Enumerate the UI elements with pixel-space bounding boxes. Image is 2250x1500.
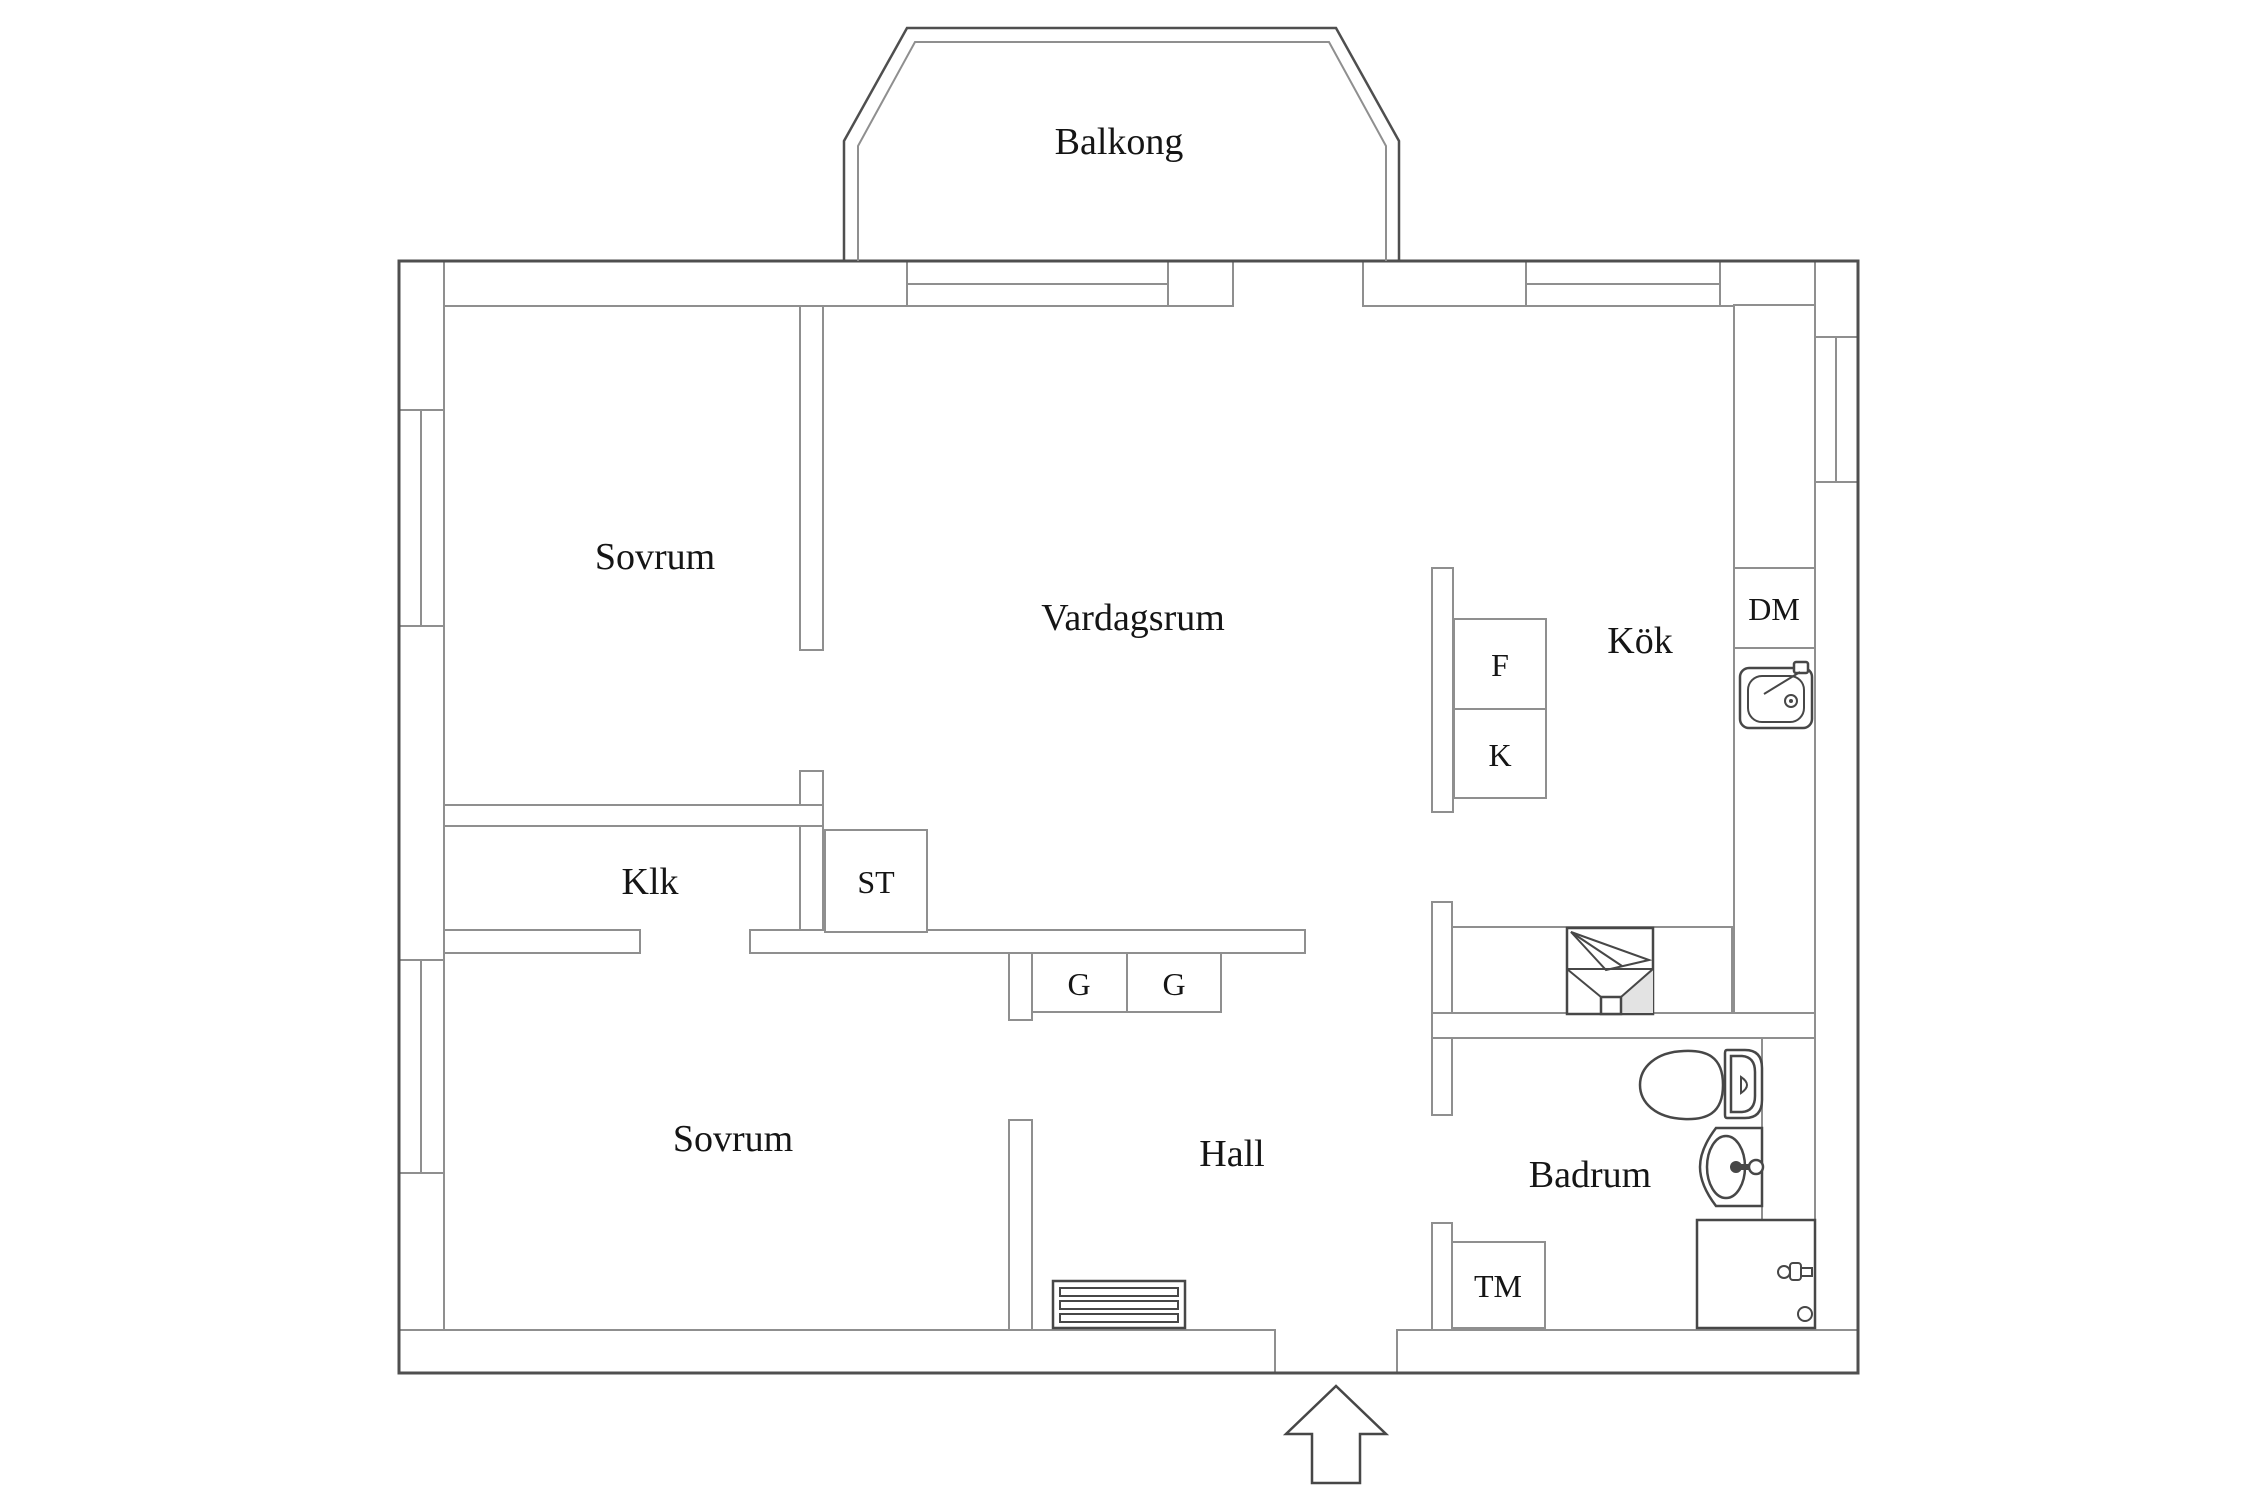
room-label-st: ST [857, 864, 895, 900]
shower-icon [1695, 1218, 1817, 1330]
room-label-sovrum1: Sovrum [595, 536, 715, 578]
window-right [1814, 336, 1859, 483]
doormat-icon [1051, 1279, 1187, 1330]
toilet-icon [1638, 1048, 1764, 1121]
interior-walls [443, 305, 1816, 1331]
wardrobe-box-2 [1126, 952, 1222, 1013]
entrance-arrow-icon [1282, 1384, 1390, 1485]
fixture-label-k: K [1488, 737, 1511, 773]
room-label-sovrum2: Sovrum [673, 1118, 793, 1160]
room-label-badrum: Badrum [1529, 1154, 1651, 1196]
labels: Balkong Sovrum Vardagsrum Kök Klk ST Sov… [595, 121, 1800, 1304]
window-top-under-balcony [906, 260, 1169, 307]
windows [398, 260, 1859, 1174]
fixture-label-dm: DM [1748, 591, 1800, 627]
window-left-lower [398, 959, 445, 1174]
fixture-label-g1: G [1067, 966, 1090, 1002]
stove-icon [1565, 926, 1655, 1016]
fixture-label-tm: TM [1474, 1268, 1522, 1304]
kitchen-sink-icon [1738, 660, 1814, 730]
st-closet-box [824, 829, 928, 933]
balcony [842, 26, 1401, 261]
room-label-klk: Klk [622, 861, 679, 903]
fixture-label-f: F [1491, 647, 1509, 683]
fixture-label-g2: G [1162, 966, 1185, 1002]
bathroom-sink-icon [1698, 1126, 1765, 1208]
washing-machine-box [1451, 1241, 1546, 1329]
window-left-upper [398, 409, 445, 627]
exterior-outline [397, 259, 1860, 1375]
room-label-kok: Kök [1607, 620, 1672, 662]
room-label-balkong: Balkong [1055, 121, 1184, 163]
freezer-box [1453, 708, 1547, 799]
dishwasher-box [1733, 567, 1816, 649]
window-top-kitchen [1525, 260, 1721, 307]
room-label-vardagsrum: Vardagsrum [1041, 597, 1225, 639]
room-label-hall: Hall [1199, 1133, 1264, 1175]
